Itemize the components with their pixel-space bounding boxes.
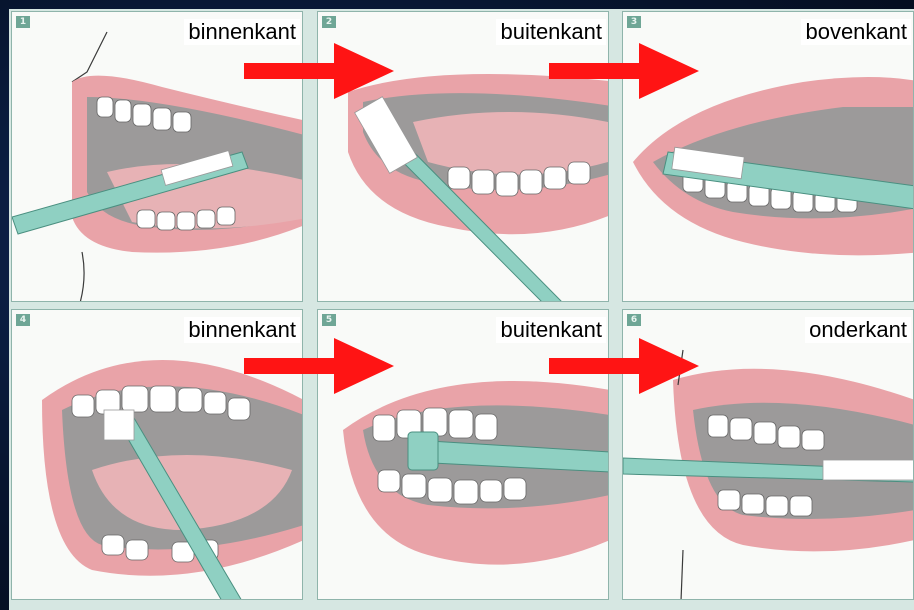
step-number-badge: 6 [627,314,641,326]
step-label: bovenkant [801,19,911,45]
red-right-arrow-icon [549,336,699,396]
red-right-arrow-icon [244,336,394,396]
step-number-badge: 2 [322,16,336,28]
step-number-badge: 4 [16,314,30,326]
step-number-badge: 1 [16,16,30,28]
step-label: onderkant [805,317,911,343]
step-number-badge: 5 [322,314,336,326]
red-right-arrow-icon [244,41,394,101]
step-number-badge: 3 [627,16,641,28]
toothbrushing-steps-sheet: 1 binnenkant 2 buitenkant [9,9,914,610]
red-right-arrow-icon [549,41,699,101]
